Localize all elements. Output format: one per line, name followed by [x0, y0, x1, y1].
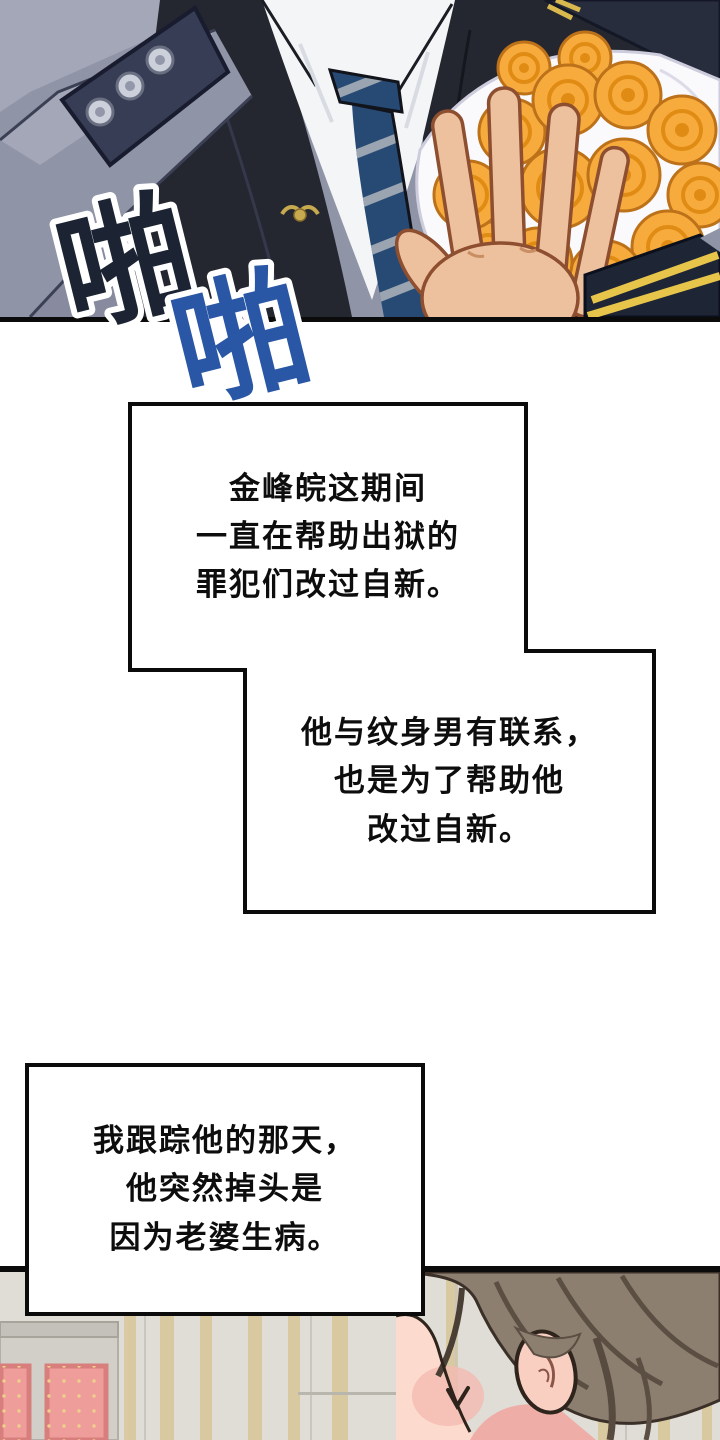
speech-box-2: 他与纹身男有联系， 也是为了帮助他 改过自新。: [245, 651, 654, 912]
speech-line: 我跟踪他的那天，: [93, 1123, 357, 1159]
hair-over-ear: [513, 1325, 582, 1359]
speech-line: 也是为了帮助他: [334, 763, 565, 799]
panel-top-bouquet-scene: [0, 0, 720, 322]
speech-box-1: 金峰皖这期间 一直在帮助出狱的 罪犯们改过自新。: [130, 404, 526, 670]
speech-line: 改过自新。: [367, 811, 532, 847]
sweat-mark: [446, 1386, 470, 1410]
gray-uniform-arm: [0, 5, 254, 317]
cuff-buttons: [85, 45, 175, 127]
speech-line: 罪犯们改过自新。: [196, 567, 460, 603]
speech-line: 因为老婆生病。: [109, 1219, 341, 1255]
lapel-badge: [280, 205, 320, 222]
speech-line: 一直在帮助出狱的: [196, 518, 460, 554]
speech-line: 金峰皖这期间: [229, 470, 427, 506]
top-panel-artwork: [0, 0, 720, 317]
red-panel-door: [0, 1321, 119, 1440]
neck-shadow: [470, 1404, 596, 1440]
cheek-blush: [412, 1366, 484, 1426]
speech-line: 他与纹身男有联系，: [301, 715, 598, 751]
uniform-cuff-gold-stripes: [583, 228, 720, 317]
speech-line: 他突然掉头是: [126, 1171, 324, 1207]
speech-box-3: 我跟踪他的那天， 他突然掉头是 因为老婆生病。: [27, 1065, 423, 1314]
raised-hand: [394, 86, 630, 317]
person-back-of-head: [395, 1272, 720, 1440]
